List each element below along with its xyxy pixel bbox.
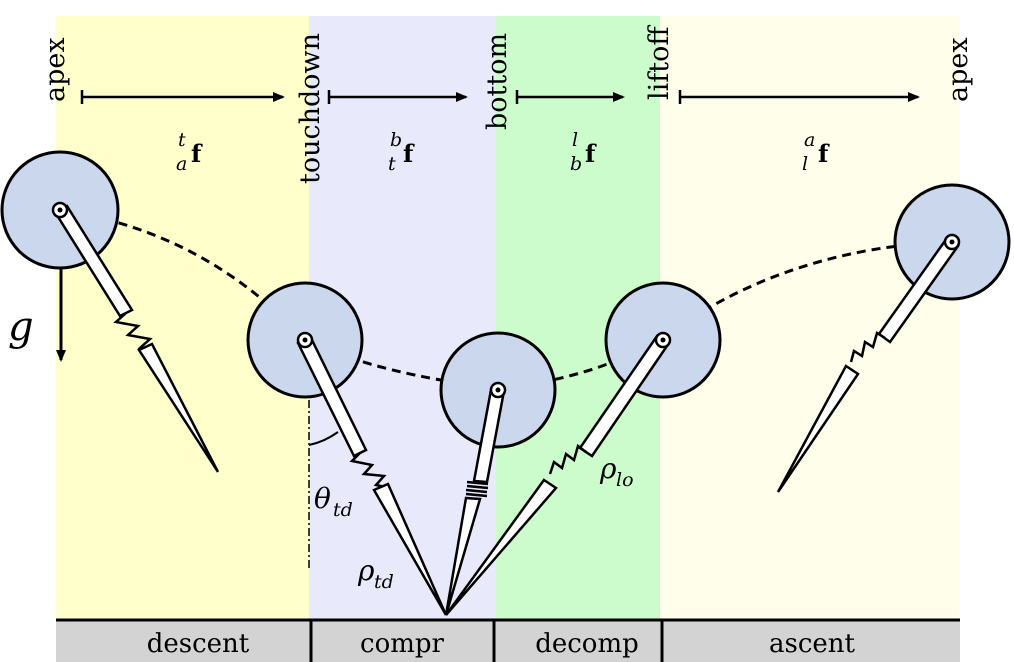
phase-descent: descent: [147, 629, 250, 659]
rho-lo-label: ρ lo: [599, 452, 634, 491]
svg-text:t: t: [388, 153, 396, 175]
event-touchdown: touchdown: [295, 33, 326, 184]
svg-text:td: td: [333, 499, 353, 521]
event-bottom: bottom: [482, 33, 513, 130]
event-liftoff: liftoff: [644, 25, 675, 100]
hopper-touchdown: [246, 281, 448, 616]
theta-td-arc: [308, 431, 339, 446]
hopper-bottom: [439, 331, 557, 616]
svg-text:t: t: [178, 129, 186, 151]
svg-text:l: l: [572, 129, 578, 151]
svg-text:b: b: [570, 153, 582, 175]
phase-compr: compr: [360, 629, 445, 659]
map-label-touchdown-from-apex: t a f: [176, 129, 203, 175]
svg-text:f: f: [403, 139, 415, 168]
hopper-apex-start: [0, 150, 220, 473]
svg-text:td: td: [374, 571, 394, 593]
svg-text:a: a: [176, 153, 187, 175]
rho-td-label: ρ td: [357, 554, 394, 593]
phase-bar: [56, 620, 960, 662]
svg-text:f: f: [818, 139, 830, 168]
svg-text:f: f: [585, 139, 597, 168]
svg-text:b: b: [390, 129, 402, 151]
map-arrows: [80, 90, 920, 104]
phase-dividers: [309, 620, 664, 662]
hopper-apex-end: [776, 183, 1011, 493]
svg-text:l: l: [802, 153, 808, 175]
theta-td-label: θ td: [314, 482, 353, 521]
event-apex-start: apex: [40, 37, 71, 102]
svg-text:ρ: ρ: [599, 452, 617, 485]
phase-ascent: ascent: [769, 629, 856, 659]
map-label-apex-from-liftoff: a l f: [802, 129, 830, 175]
svg-text:f: f: [191, 139, 203, 168]
event-apex-end: apex: [943, 37, 974, 102]
map-label-bottom-from-touchdown: b t f: [388, 129, 415, 175]
hopper-liftoff: [444, 281, 722, 616]
map-label-liftoff-from-bottom: l b f: [570, 129, 597, 175]
svg-text:a: a: [804, 129, 815, 151]
svg-text:lo: lo: [616, 469, 634, 491]
gravity-symbol: g: [8, 304, 34, 350]
svg-text:ρ: ρ: [357, 554, 375, 587]
svg-text:θ: θ: [314, 482, 331, 515]
phase-decomp: decomp: [535, 629, 639, 659]
